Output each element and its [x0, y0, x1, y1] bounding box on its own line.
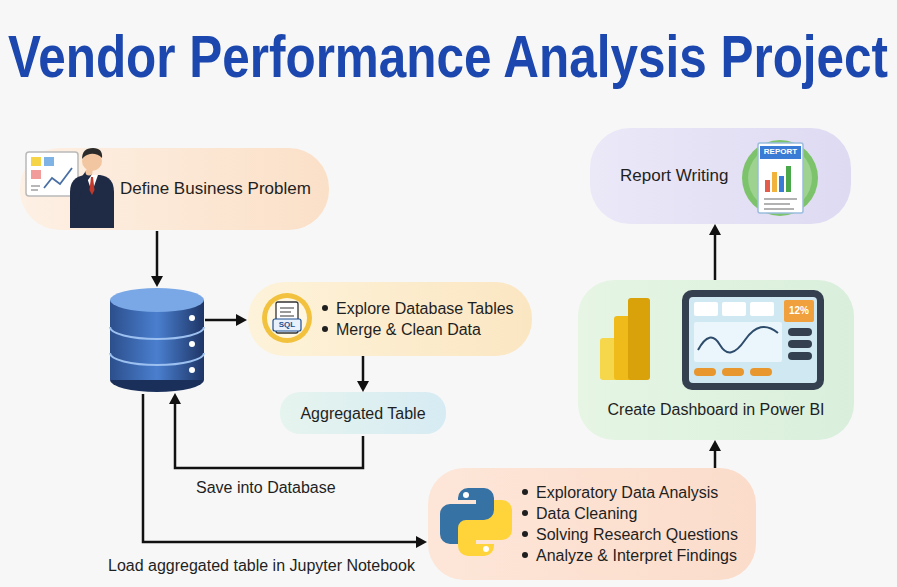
flow-label: Load aggregated table in Jupyter Noteboo…	[108, 556, 415, 576]
box-text: Aggregated Table	[300, 403, 425, 424]
connector	[709, 440, 721, 468]
report-icon	[742, 140, 818, 216]
box-text: Define Business Problem	[120, 178, 311, 200]
connector-line	[714, 450, 717, 468]
database-icon	[110, 288, 204, 392]
bullet-text: Data Cleaning	[520, 503, 637, 524]
flow-line	[143, 231, 416, 542]
process-box: Aggregated Table	[280, 392, 446, 434]
dashboard-icon	[682, 290, 824, 390]
arrow-head	[709, 440, 721, 451]
bullet-text: Merge & Clean Data	[320, 319, 481, 340]
icon-label: REPORT	[760, 147, 801, 157]
sql-icon	[262, 293, 312, 343]
bullet-text: Solving Research Questions	[520, 524, 738, 545]
bullet-text: Exploratory Data Analysis	[520, 482, 718, 503]
arrow-head	[357, 381, 369, 392]
icon-label: SQL	[273, 320, 301, 330]
title: Vendor Performance Analysis Project	[8, 22, 888, 92]
box-text: Create Dashboard in Power BI	[608, 399, 825, 420]
connector-line	[714, 234, 717, 280]
connector	[709, 224, 721, 280]
box-text: Report Writing	[620, 165, 728, 187]
bullet-text: Explore Database Tables	[320, 298, 514, 319]
arrow-head	[709, 224, 721, 235]
connector	[357, 356, 369, 392]
icon-label: 12%	[784, 304, 814, 317]
bullet-text: Analyze & Interpret Findings	[520, 545, 737, 566]
connector-line	[362, 356, 365, 382]
flow-label: Save into Database	[196, 478, 336, 498]
